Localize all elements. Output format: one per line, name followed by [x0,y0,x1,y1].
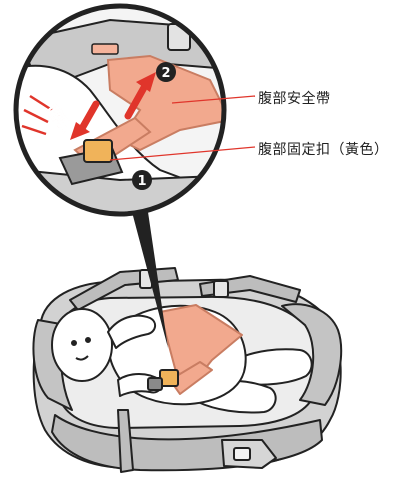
step-two-badge: 2 [156,62,176,82]
lap-belt-label: 腹部安全帶 [258,88,331,108]
step-one-text: 1 [137,174,146,189]
step-two-text: 2 [161,66,170,81]
lap-buckle-label: 腹部固定扣（黃色） [258,139,389,159]
step-one-badge: 1 [132,170,152,190]
